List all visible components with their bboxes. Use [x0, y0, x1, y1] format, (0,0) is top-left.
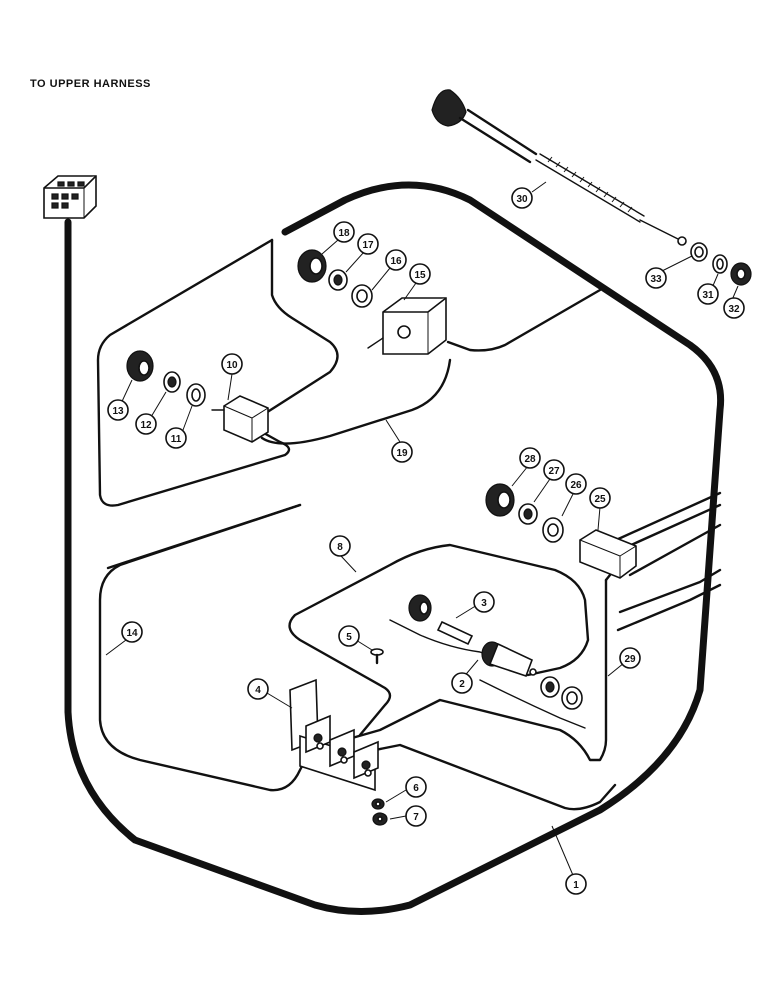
washer-12: [163, 371, 181, 393]
callout-16: 16: [385, 249, 407, 271]
terminal-block: [305, 714, 379, 780]
svg-text:28: 28: [524, 454, 536, 465]
svg-text:10: 10: [226, 360, 238, 371]
svg-text:18: 18: [338, 228, 350, 239]
callout-32: 32: [723, 297, 745, 319]
callout-15: 15: [409, 263, 431, 285]
callout-4: 4: [247, 678, 269, 700]
svg-text:6: 6: [413, 783, 419, 794]
callout-19: 19: [391, 441, 413, 463]
nut-32: [730, 262, 752, 286]
svg-text:25: 25: [594, 494, 606, 505]
svg-text:27: 27: [548, 466, 560, 477]
svg-text:8: 8: [337, 542, 343, 553]
washer-17: [328, 269, 348, 291]
callout-3: 3: [473, 591, 495, 613]
nut-7: [372, 812, 388, 826]
fuse-holder-2: [481, 641, 537, 678]
main-harness-loop: [64, 181, 725, 915]
svg-text:2: 2: [459, 679, 465, 690]
callout-25: 25: [589, 487, 611, 509]
upper-harness-connector: [43, 175, 97, 219]
switch-10: [211, 395, 269, 443]
callout-5: 5: [338, 625, 360, 647]
svg-text:13: 13: [112, 406, 124, 417]
fuse-washers: [540, 676, 583, 710]
washer-27: [518, 503, 538, 525]
svg-text:3: 3: [481, 598, 487, 609]
washer-11: [186, 383, 206, 407]
callout-7: 7: [405, 805, 427, 827]
callout-1: 1: [565, 873, 587, 895]
svg-text:1: 1: [573, 880, 579, 891]
washer-16: [351, 284, 373, 308]
svg-text:7: 7: [413, 812, 419, 823]
fuse-holder-cap: [408, 594, 432, 622]
callout-10: 10: [221, 353, 243, 375]
callout-8: 8: [329, 535, 351, 557]
callout-33: 33: [645, 267, 667, 289]
callout-12: 12: [135, 413, 157, 435]
svg-text:31: 31: [702, 290, 714, 301]
upper-left-wiring: [96, 238, 291, 507]
washer-26: [542, 517, 564, 543]
svg-text:17: 17: [362, 240, 374, 251]
callout-11: 11: [165, 427, 187, 449]
washer-6: [371, 798, 385, 810]
callout-13: 13: [107, 399, 129, 421]
callout-17: 17: [357, 233, 379, 255]
svg-text:29: 29: [624, 654, 636, 665]
svg-text:11: 11: [171, 434, 182, 445]
svg-text:12: 12: [140, 420, 152, 431]
callout-6: 6: [405, 776, 427, 798]
washer-31: [712, 254, 728, 274]
knob-18: [297, 249, 327, 283]
switch-15: [367, 297, 447, 355]
callout-29: 29: [619, 647, 641, 669]
callout-18: 18: [333, 221, 355, 243]
harness-14-loop: [98, 503, 320, 792]
screw-5: [370, 648, 384, 665]
knob-13: [126, 350, 154, 382]
callout-27: 27: [543, 459, 565, 481]
svg-text:14: 14: [126, 628, 138, 639]
svg-text:32: 32: [728, 304, 740, 315]
svg-text:15: 15: [414, 270, 426, 281]
harness-8-loop: [288, 543, 590, 737]
svg-text:19: 19: [396, 448, 408, 459]
svg-text:30: 30: [516, 194, 528, 205]
svg-text:16: 16: [390, 256, 402, 267]
callout-26: 26: [565, 473, 587, 495]
callout-2: 2: [451, 672, 473, 694]
switch-25: [579, 529, 637, 579]
svg-text:5: 5: [346, 632, 352, 643]
upper-harness-label: TO UPPER HARNESS: [30, 78, 151, 90]
callout-14: 14: [121, 621, 143, 643]
washer-33: [690, 242, 708, 262]
knob-28: [485, 483, 515, 517]
callout-30: 30: [511, 187, 533, 209]
callout-28: 28: [519, 447, 541, 469]
fuse-3: [436, 620, 474, 646]
svg-text:4: 4: [255, 685, 261, 696]
cable-30: [431, 89, 687, 246]
callout-31: 31: [697, 283, 719, 305]
svg-text:26: 26: [570, 480, 582, 491]
svg-text:33: 33: [650, 274, 662, 285]
